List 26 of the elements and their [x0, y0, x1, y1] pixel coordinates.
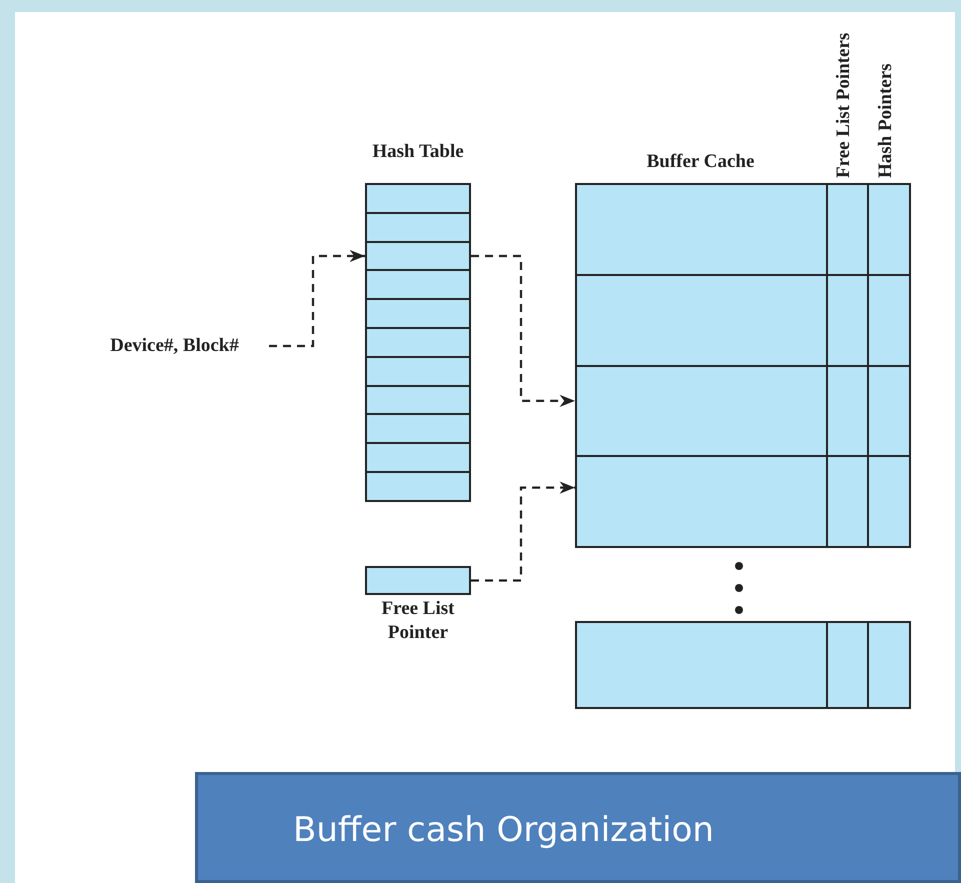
column-heading: Hash Pointers	[875, 62, 897, 178]
buffer-row	[575, 455, 911, 548]
dashed-arrow	[471, 254, 575, 408]
table-row	[365, 413, 471, 444]
table-row	[365, 471, 471, 502]
table-row	[365, 269, 471, 300]
table-row	[365, 384, 471, 416]
column-heading: Free List Pointers	[833, 32, 855, 178]
buffer-row	[575, 621, 911, 709]
buffer-row	[575, 274, 911, 366]
table-row	[365, 442, 471, 473]
table-row	[365, 212, 471, 243]
dashed-arrow	[471, 481, 575, 582]
dashed-arrow	[269, 250, 365, 348]
table-heading: Buffer Cache	[646, 150, 756, 174]
table-row	[365, 298, 471, 329]
buffer-row	[575, 364, 911, 458]
table-row	[365, 240, 471, 272]
caption-banner: Buffer cash Organization	[195, 772, 961, 883]
pointer-caption: Free List Pointer	[380, 597, 456, 645]
table-row	[365, 356, 471, 387]
input-label: Device#, Block#	[92, 334, 257, 358]
table-heading: Hash Table	[371, 140, 465, 164]
table-row	[365, 183, 471, 214]
buffer-row	[575, 183, 911, 276]
table-row	[365, 327, 471, 358]
